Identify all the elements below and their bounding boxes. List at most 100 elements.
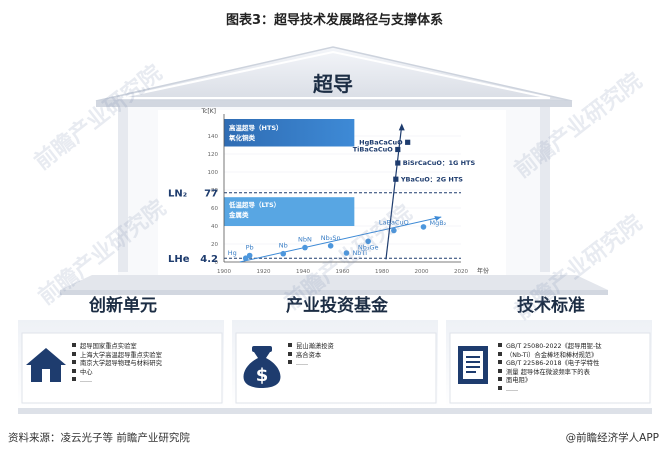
x-tick-label: 1900 xyxy=(217,269,231,275)
list-item-text: （Nb-Ti）合金棒坯和棒材规范》 xyxy=(506,351,598,359)
hts-data-point xyxy=(405,139,411,145)
right-column xyxy=(540,107,550,272)
lts-data-point xyxy=(420,224,427,230)
lts-trend-line xyxy=(239,216,442,263)
chart-axes xyxy=(223,114,461,263)
bullet-icon xyxy=(498,343,502,347)
hts-group-box xyxy=(224,119,355,147)
x-tick-label: 2020 xyxy=(454,269,468,275)
bullet-icon xyxy=(72,343,76,347)
bullet-icon xyxy=(288,351,292,356)
list-item: 高合资本 xyxy=(288,351,334,361)
lts-point-label: NbTi xyxy=(352,249,367,257)
chart-points xyxy=(242,139,427,262)
lts-group-title: 低温超导（LTS） xyxy=(228,200,280,209)
y-tick-label: 80 xyxy=(211,188,218,194)
lts-point-label: Nb₃Sn xyxy=(321,234,341,242)
x-tick-label: 1920 xyxy=(257,269,271,275)
roof-beam xyxy=(96,101,572,107)
y-tick-label: 100 xyxy=(208,170,219,176)
lts-point-label: Hg xyxy=(228,249,237,257)
list-item: 测量 超导体在微波频率下的表 xyxy=(498,368,602,378)
hts-group-subtitle: 氧化铜类 xyxy=(228,133,256,142)
list-item-text: 中心 xyxy=(80,368,93,376)
pillar-title-investment: 产业投资基金 xyxy=(286,296,388,316)
reference-line-label: LN₂ xyxy=(168,189,187,200)
x-axis-label: 年份 xyxy=(477,267,489,275)
y-tick-label: 120 xyxy=(208,152,219,158)
lts-data-point xyxy=(327,243,334,249)
x-tick-label: 1960 xyxy=(336,269,350,275)
list-item-text: 昆山瀚潇投资 xyxy=(296,343,334,350)
lts-point-label: NbN xyxy=(298,236,312,244)
money-bag-icon: $ xyxy=(243,346,281,388)
y-axis-label: Tc[K] xyxy=(200,108,216,115)
hts-point-label: BiSrCaCuO：1G HTS xyxy=(403,159,476,167)
roof-label: 超导 xyxy=(313,72,353,96)
lts-data-point xyxy=(242,255,249,262)
hts-group-title: 高温超导（HTS） xyxy=(229,123,283,132)
lts-data-point xyxy=(365,238,371,245)
lts-data-point xyxy=(280,250,287,257)
y-tick-label: 20 xyxy=(211,242,218,248)
left-column xyxy=(118,107,128,272)
bullet-icon xyxy=(72,351,76,356)
document-icon xyxy=(458,346,488,384)
list-item-text: ...... xyxy=(296,360,309,368)
pillar-title-innovation: 创新单元 xyxy=(89,296,157,316)
lts-point-label: LaBaCuO xyxy=(379,219,409,227)
list-item: 南京大学超导物理与材料研究 xyxy=(72,360,162,369)
lts-point-label: Pb xyxy=(246,244,254,252)
svg-text:$: $ xyxy=(256,365,269,386)
list-item-text: 面电阻》 xyxy=(506,377,532,385)
page-title: 图表3：超导技术发展路径与支撑体系 xyxy=(225,13,444,28)
bullet-icon xyxy=(498,385,502,390)
list-item: GB/T 25080-2022《超导用铌-钛 xyxy=(498,343,602,352)
list-item: 中心 xyxy=(72,368,162,378)
lts-data-point xyxy=(391,227,397,234)
y-tick-label: 40 xyxy=(211,224,218,230)
bullet-icon xyxy=(72,377,76,382)
x-tick-label: 1940 xyxy=(296,269,310,275)
bullet-icon xyxy=(288,343,292,347)
list-item: （Nb-Ti）合金棒坯和棒材规范》 xyxy=(498,351,602,361)
pillar-items-innovation: 超导国家重点实验室上海大学高温超导重点实验室南京大学超导物理与材料研究中心...… xyxy=(72,343,162,386)
list-item: ...... xyxy=(72,377,162,386)
bullet-icon xyxy=(498,351,502,356)
base-ledge xyxy=(60,290,608,295)
house-icon xyxy=(26,348,66,382)
list-item: 面电阻》 xyxy=(498,377,602,386)
list-item-text: 高合资本 xyxy=(296,351,322,359)
list-item-text: 超导国家重点实验室 xyxy=(80,343,137,350)
list-item-text: ...... xyxy=(80,377,93,385)
bullet-icon xyxy=(498,360,502,365)
y-tick-label: 0 xyxy=(215,260,219,266)
lts-point-label: Nb₃Ge xyxy=(358,243,379,251)
brand-credit: @前瞻经济学人APP xyxy=(565,432,659,444)
lts-point-label: MgB₂ xyxy=(429,219,446,227)
bullet-icon xyxy=(72,360,76,365)
hts-data-point xyxy=(395,160,401,166)
list-item-text: ...... xyxy=(506,385,519,393)
hts-data-point xyxy=(395,146,401,153)
list-item-text: 南京大学超导物理与材料研究 xyxy=(80,360,162,368)
ground-bar xyxy=(18,408,652,414)
chart-group-boxes xyxy=(224,119,355,226)
base-platform xyxy=(60,275,608,290)
lts-data-point xyxy=(302,244,308,251)
hts-point-label: TiBaCaCuO xyxy=(353,146,394,154)
bullet-icon xyxy=(498,368,502,373)
list-item: 超导国家重点实验室 xyxy=(72,343,162,352)
pillar-items-standards: GB/T 25080-2022《超导用铌-钛（Nb-Ti）合金棒坯和棒材规范》G… xyxy=(498,343,602,395)
hts-point-label: YBaCuO：2G HTS xyxy=(400,175,463,183)
list-item: GB/T 22586-2018《电子学特性 xyxy=(498,360,602,369)
x-tick-label: 2000 xyxy=(415,269,429,275)
list-item-text: 上海大学高温超导重点实验室 xyxy=(80,351,162,359)
hts-data-point xyxy=(393,176,399,182)
roof-inner xyxy=(117,50,551,99)
list-item-text: GB/T 22586-2018《电子学特性 xyxy=(506,360,600,368)
lts-group-box xyxy=(224,197,355,226)
hts-trend-arrow-icon xyxy=(398,123,405,131)
